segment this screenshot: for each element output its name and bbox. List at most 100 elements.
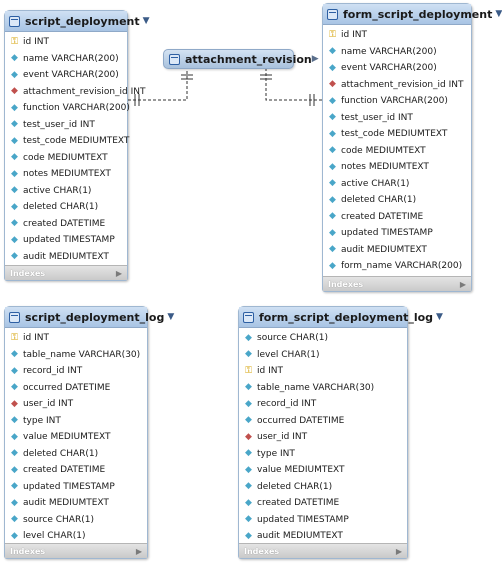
field-row[interactable]: ◆updated TIMESTAMP — [323, 225, 471, 242]
field-row[interactable]: ◆created DATETIME — [323, 209, 471, 226]
field-row[interactable]: ◆test_user_id INT — [5, 117, 127, 134]
field-row[interactable]: ◆active CHAR(1) — [5, 183, 127, 200]
field-label: notes MEDIUMTEXT — [341, 162, 429, 173]
field-row[interactable]: ◆test_code MEDIUMTEXT — [5, 133, 129, 150]
field-row[interactable]: ⚿id INT — [5, 34, 127, 51]
field-row[interactable]: ◆occurred DATETIME — [239, 413, 407, 430]
field-row[interactable]: ⚿id INT — [323, 27, 471, 44]
field-row[interactable]: ⚿id INT — [239, 363, 407, 380]
column-icon: ◆ — [11, 464, 18, 475]
field-row[interactable]: ◆event VARCHAR(200) — [5, 67, 127, 84]
field-row[interactable]: ◆function VARCHAR(200) — [5, 100, 130, 117]
field-row[interactable]: ◆record_id INT — [239, 396, 407, 413]
field-row[interactable]: ◆occurred DATETIME — [5, 380, 147, 397]
column-icon: ◆ — [11, 382, 18, 393]
field-row[interactable]: ◆ active CHAR(1) — [323, 176, 471, 193]
field-row[interactable]: ◆table_name VARCHAR(30) — [239, 380, 407, 397]
field-row[interactable]: ◆audit MEDIUMTEXT — [5, 495, 147, 512]
field-row[interactable]: ◆level CHAR(1) — [5, 528, 147, 545]
table-form-script-deployment[interactable]: form_script_deployment ▼ ⚿id INT◆name VA… — [322, 3, 502, 292]
field-label: value MEDIUMTEXT — [23, 432, 111, 443]
column-icon: ◆ — [329, 260, 336, 271]
indexes-footer[interactable]: Indexes ▶ — [5, 265, 127, 280]
column-icon: ◆ — [11, 185, 18, 196]
field-row[interactable]: ◆record_id INT — [5, 363, 147, 380]
field-label: user_id INT — [23, 399, 74, 410]
table-script-deployment-log[interactable]: script_deployment_log ▼ ⚿id INT◆table_na… — [4, 306, 174, 559]
field-row[interactable]: ◆attachment_revision_id INT — [323, 77, 471, 94]
expand-arrow-icon[interactable]: ▶ — [311, 54, 319, 64]
table-attachment-revision[interactable]: attachment_revision ▶ — [163, 49, 319, 69]
column-icon: ◆ — [245, 349, 252, 360]
field-row[interactable]: ◆code MEDIUMTEXT — [5, 150, 127, 167]
table-header[interactable]: script_deployment ▼ — [5, 11, 150, 32]
field-row[interactable]: ◆deleted CHAR(1) — [5, 446, 147, 463]
field-row[interactable]: ◆updated TIMESTAMP — [5, 479, 147, 496]
column-icon: ◆ — [329, 145, 336, 156]
field-row[interactable]: ◆deleted CHAR(1) — [239, 479, 407, 496]
field-row[interactable]: ◆updated TIMESTAMP — [239, 512, 407, 529]
expand-arrow-icon[interactable]: ▶ — [459, 279, 466, 289]
field-row[interactable]: ◆name VARCHAR(200) — [5, 51, 127, 68]
indexes-footer[interactable]: Indexes ▶ — [239, 543, 407, 558]
indexes-footer[interactable]: Indexes ▶ — [5, 543, 147, 558]
field-row[interactable]: ◆deleted CHAR(1) — [323, 192, 471, 209]
table-title: form_script_deployment_log — [259, 310, 434, 324]
field-row[interactable]: ◆function VARCHAR(200) — [323, 93, 471, 110]
field-row[interactable]: ◆value MEDIUMTEXT — [5, 429, 147, 446]
field-row[interactable]: ◆notes MEDIUMTEXT — [323, 159, 471, 176]
field-row[interactable]: ◆form_name VARCHAR(200) — [323, 258, 471, 275]
field-row[interactable]: ◆type INT — [5, 413, 147, 430]
field-row[interactable]: ◆notes MEDIUMTEXT — [5, 166, 127, 183]
field-row[interactable]: ◆created DATETIME — [5, 216, 127, 233]
table-script-deployment[interactable]: script_deployment ▼ ⚿id INT◆name VARCHAR… — [4, 10, 150, 281]
indexes-footer[interactable]: Indexes ▶ — [323, 276, 471, 291]
collapse-toggle-icon[interactable]: ▼ — [167, 312, 175, 322]
field-row[interactable]: ◆created DATETIME — [5, 462, 147, 479]
field-label: source CHAR(1) — [23, 514, 94, 525]
field-row[interactable]: ◆source CHAR(1) — [5, 512, 147, 529]
field-row[interactable]: ◆audit MEDIUMTEXT — [5, 249, 127, 266]
foreign-key-icon: ◆ — [11, 398, 18, 409]
field-label: id INT — [23, 37, 49, 48]
table-header[interactable]: form_script_deployment ▼ — [323, 4, 502, 25]
field-row[interactable]: ◆event VARCHAR(200) — [323, 60, 471, 77]
column-icon: ◆ — [329, 178, 336, 189]
field-row[interactable]: ◆audit MEDIUMTEXT — [239, 528, 407, 545]
field-row[interactable]: ◆attachment_revision_id INT — [5, 84, 145, 101]
collapse-toggle-icon[interactable]: ▼ — [436, 312, 443, 322]
table-header[interactable]: script_deployment_log ▼ — [5, 307, 174, 328]
column-icon: ◆ — [245, 398, 252, 409]
table-form-script-deployment-log[interactable]: form_script_deployment_log ▼ ◆source CHA… — [238, 306, 443, 559]
field-row[interactable]: ◆test_user_id INT — [323, 110, 471, 127]
expand-arrow-icon[interactable]: ▶ — [115, 268, 122, 278]
field-label: active CHAR(1) — [341, 178, 410, 189]
field-row[interactable]: ◆table_name VARCHAR(30) — [5, 347, 147, 364]
table-icon — [243, 311, 254, 323]
field-row[interactable]: ◆type INT — [239, 446, 407, 463]
column-icon: ◆ — [329, 95, 336, 106]
foreign-key-icon: ◆ — [11, 86, 18, 97]
field-row[interactable]: ◆updated TIMESTAMP — [5, 232, 127, 249]
field-row[interactable]: ◆level CHAR(1) — [239, 347, 407, 364]
table-header[interactable]: form_script_deployment_log ▼ — [239, 307, 443, 328]
field-row[interactable]: ◆name VARCHAR(200) — [323, 44, 471, 61]
expand-arrow-icon[interactable]: ▶ — [135, 546, 142, 556]
indexes-label: Indexes — [328, 279, 364, 289]
field-row[interactable]: ◆created DATETIME — [239, 495, 407, 512]
field-row[interactable]: ◆source CHAR(1) — [239, 330, 407, 347]
field-row[interactable]: ◆user_id INT — [239, 429, 407, 446]
field-label: audit MEDIUMTEXT — [23, 251, 109, 262]
field-row[interactable]: ◆ code MEDIUMTEXT — [323, 143, 471, 160]
field-row[interactable]: ◆value MEDIUMTEXT — [239, 462, 407, 479]
field-row[interactable]: ◆audit MEDIUMTEXT — [323, 242, 471, 259]
collapse-toggle-icon[interactable]: ▼ — [495, 9, 502, 19]
expand-arrow-icon[interactable]: ▶ — [395, 546, 402, 556]
field-row[interactable]: ◆test_code MEDIUMTEXT — [323, 126, 471, 143]
field-label: test_code MEDIUMTEXT — [341, 129, 448, 140]
field-row[interactable]: ⚿id INT — [5, 330, 147, 347]
field-label: code MEDIUMTEXT — [341, 145, 426, 156]
collapse-toggle-icon[interactable]: ▼ — [142, 16, 150, 26]
field-row[interactable]: ◆deleted CHAR(1) — [5, 199, 127, 216]
field-row[interactable]: ◆ user_id INT — [5, 396, 147, 413]
